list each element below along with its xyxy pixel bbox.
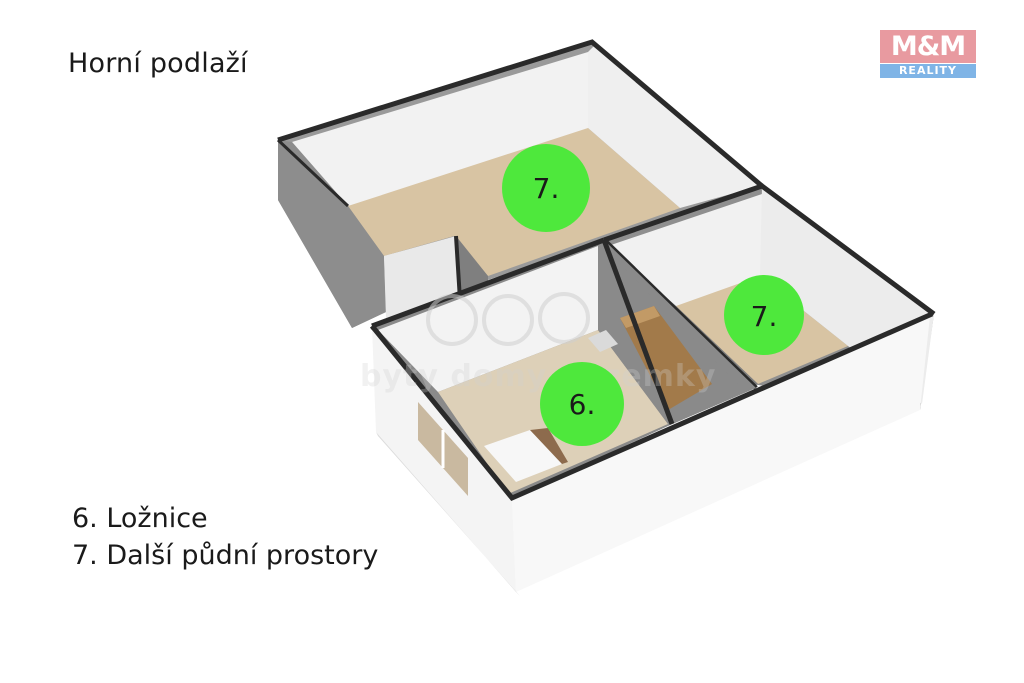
legend-item-attic: 7. Další půdní prostory (72, 540, 379, 571)
mm-reality-logo: M&M REALITY (880, 30, 976, 78)
wardrobe (620, 306, 712, 410)
outer-walls-front (370, 311, 934, 596)
logo-brand: M&M (880, 30, 976, 63)
room-number: 7. (751, 300, 778, 333)
room-marker-attic-right: 7. (724, 275, 804, 355)
logo-tagline: REALITY (880, 64, 976, 78)
room-legend: 6. Ložnice 7. Další půdní prostory (72, 500, 378, 574)
room-marker-circle (502, 144, 590, 232)
room-marker-circle (540, 362, 624, 446)
bed (484, 430, 562, 482)
watermark: byty domy pozemky (360, 292, 716, 394)
legend-item-bedroom: 6. Ložnice (72, 503, 208, 534)
room-marker-bedroom: 6. (540, 362, 624, 446)
desk (588, 330, 618, 352)
room-marker-circle (724, 275, 804, 355)
room-number: 6. (569, 388, 596, 421)
watermark-text: byty domy pozemky (360, 359, 716, 394)
room-marker-attic-upper: 7. (502, 144, 590, 232)
room-number: 7. (533, 172, 560, 205)
floor-title: Horní podlaží (68, 48, 248, 79)
